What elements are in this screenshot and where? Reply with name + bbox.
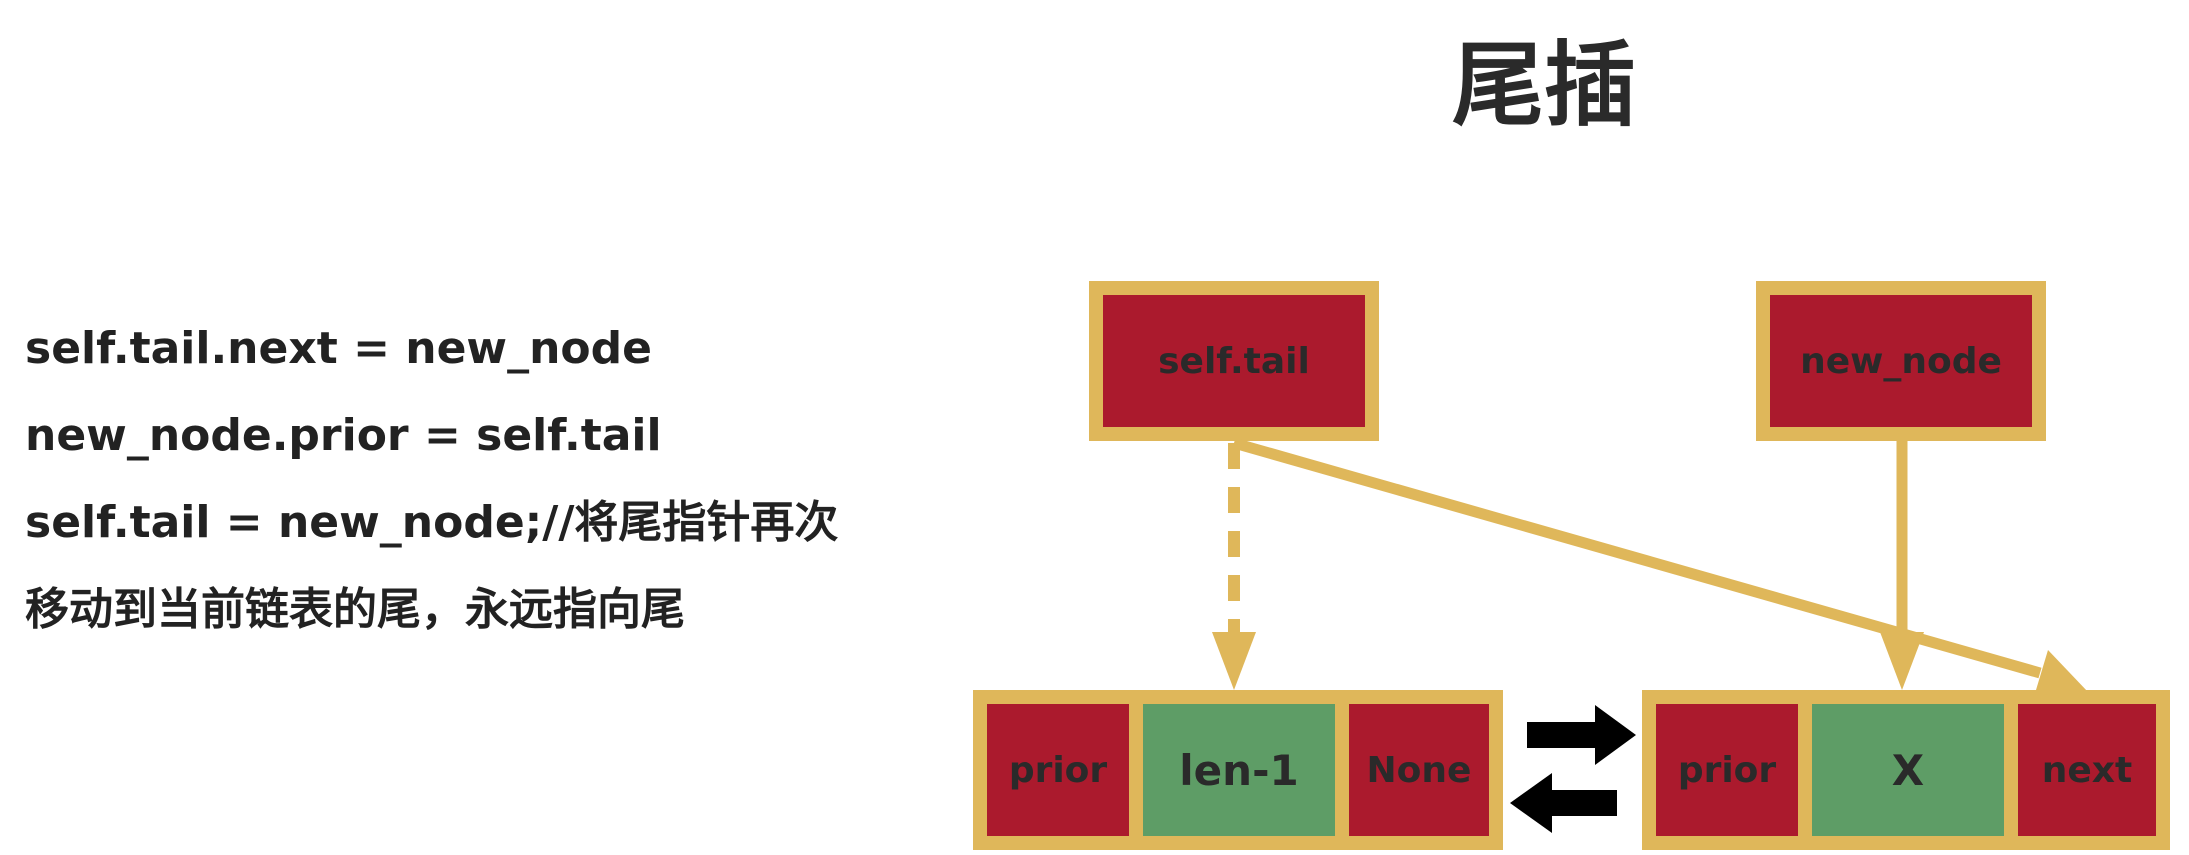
new-node-arrow-head xyxy=(1880,632,1924,690)
right-node-next-cell: next xyxy=(2004,690,2170,850)
left-node-data-cell: len-1 xyxy=(1129,690,1349,850)
code-block: self.tail.next = new_node new_node.prior… xyxy=(25,305,838,653)
left-node-next-cell: None xyxy=(1335,690,1503,850)
prior-link-arrow xyxy=(1510,773,1617,833)
new-node-box: new_node xyxy=(1756,281,2046,441)
right-node-data-cell: X xyxy=(1798,690,2018,850)
tail-dashed-arrow-head xyxy=(1212,632,1256,690)
left-node-prior-cell: prior xyxy=(973,690,1143,850)
tail-to-next-arrow-head xyxy=(2033,650,2088,700)
next-link-arrow xyxy=(1527,705,1636,765)
right-node-next-label: next xyxy=(2041,749,2133,791)
left-node-prior-label: prior xyxy=(1008,749,1108,791)
code-line-1: self.tail.next = new_node xyxy=(25,323,652,374)
left-node-next-label: None xyxy=(1366,749,1472,791)
code-line-2: new_node.prior = self.tail xyxy=(25,410,662,461)
diagram-title: 尾插 xyxy=(1452,32,1637,139)
self-tail-box: self.tail xyxy=(1089,281,1379,441)
right-node-data-label: X xyxy=(1891,745,1925,795)
left-node-data-label: len-1 xyxy=(1179,745,1299,795)
new-node-label: new_node xyxy=(1800,340,2002,382)
self-tail-label: self.tail xyxy=(1158,340,1310,382)
code-line-3: self.tail = new_node;//将尾指针再次 xyxy=(25,497,839,548)
code-line-4: 移动到当前链表的尾，永远指向尾 xyxy=(25,584,685,635)
right-node-prior-label: prior xyxy=(1677,749,1777,791)
